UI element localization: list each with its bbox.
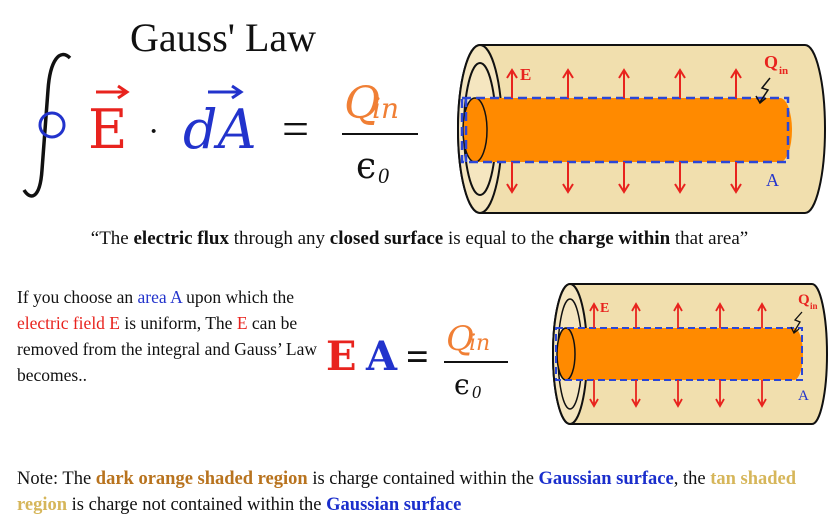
q-in-sub-small: in (810, 301, 818, 311)
area-label: A (766, 170, 779, 190)
quote-electric-flux: electric flux (133, 228, 229, 249)
quote-closed-surface: closed surface (329, 228, 444, 249)
field-vector-arrow (96, 84, 130, 100)
e-field-label-small: E (600, 301, 609, 316)
note-paragraph: Note: The dark orange shaded region is c… (17, 466, 837, 518)
field-symbol: E (88, 98, 127, 161)
q-in-sub: in (779, 65, 788, 77)
explanation-paragraph: If you choose an area A upon which the e… (17, 284, 317, 388)
explain-text-1: If you choose an (17, 287, 138, 307)
eq2-q-sub: in (469, 331, 490, 356)
eq2-q: Q (446, 319, 474, 359)
quote-charge-within: charge within (558, 228, 671, 249)
gaussian-cylinder-diagram-small: E Q in A (552, 283, 828, 425)
quote-text-4: that area” (670, 228, 749, 249)
note-text-3: , the (673, 469, 711, 489)
e-field-label: E (520, 65, 531, 84)
q-in-label: Q (764, 52, 778, 72)
closed-surface-circle (38, 111, 66, 139)
page-title: Gauss' Law (130, 15, 317, 60)
quote-text-1: “The (90, 228, 134, 249)
note-gaussian-surface-2: Gaussian surface (326, 495, 462, 515)
gaussian-cylinder-diagram: E Q in A (457, 44, 826, 214)
eq2-epsilon: ϵ (454, 368, 470, 400)
area-symbol: dA (183, 98, 257, 161)
explain-text-4: can be removed from the integral and Gau… (17, 313, 317, 385)
dot-operator: · (148, 113, 159, 150)
explain-text-3: is uniform, The (120, 313, 237, 333)
note-tan-region: tan shaded region (17, 469, 797, 515)
eq2-epsilon-sub: 0 (472, 382, 481, 400)
numerator-sub: in (372, 92, 399, 125)
simplified-gauss-equation: E A = Q in ϵ 0 (326, 319, 508, 400)
quote-text-3: is equal to the (443, 228, 559, 249)
quote-text-2: through any (228, 228, 330, 249)
note-text-1: Note: The (17, 469, 96, 489)
integral-sign (22, 52, 72, 198)
explain-area-a: area A (137, 287, 182, 307)
note-dark-orange-region: dark orange shaded region (95, 469, 308, 489)
eq2-e: E (326, 333, 357, 380)
denominator-sub: 0 (378, 163, 389, 188)
note-gaussian-surface-1: Gaussian surface (538, 469, 674, 489)
gauss-law-quote: “The electric flux through any closed su… (0, 228, 839, 250)
note-text-4: is charge not contained within the (67, 495, 327, 515)
explain-electric-field: electric field E (17, 313, 120, 333)
eq2-equals: = (406, 334, 429, 379)
area-vector-arrow (208, 84, 244, 100)
explain-e: E (236, 313, 248, 333)
eq2-a: A (365, 333, 398, 380)
gauss-law-integral-equation: E · dA = Q in ϵ 0 (22, 52, 418, 198)
explain-text-2: upon which the (181, 287, 295, 307)
numerator-q: Q (344, 78, 380, 129)
equals-sign: = (282, 103, 309, 156)
q-in-label-small: Q (798, 292, 810, 308)
area-label-small: A (798, 388, 809, 404)
note-text-2: is charge contained within the (307, 469, 539, 489)
denominator-epsilon: ϵ (356, 146, 376, 187)
